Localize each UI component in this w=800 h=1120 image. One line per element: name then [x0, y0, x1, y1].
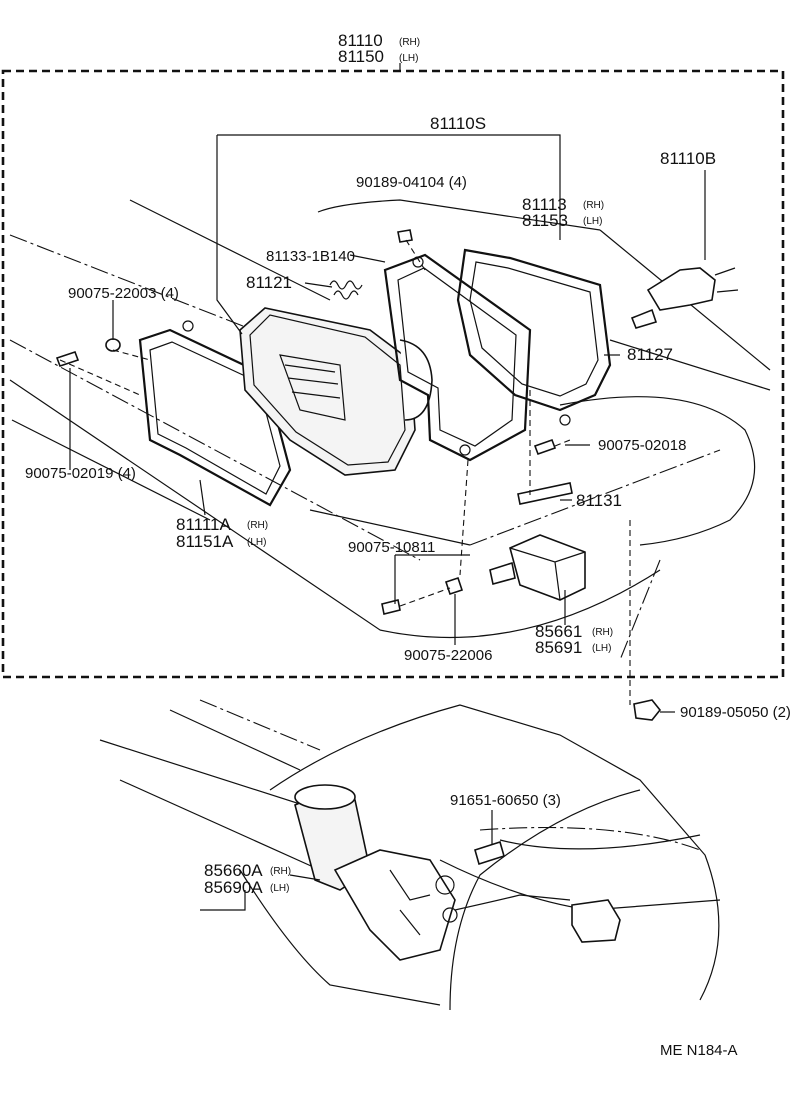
label-motor-rh-tag: (RH)	[270, 866, 291, 877]
label-ref: ME N184-A	[660, 1042, 738, 1059]
label-motor-lh: 85690A	[204, 878, 263, 897]
label-relay-rh: 85661	[535, 622, 582, 641]
label-bolt-long: 81133-1B140	[266, 248, 355, 265]
retaining-ring	[456, 248, 612, 426]
label-nut-left: 90075-22003 (4)	[68, 285, 179, 302]
label-relay-rh-tag: (RH)	[592, 627, 613, 638]
label-clip: 90189-05050 (2)	[680, 704, 791, 721]
label-lamp-lh: 81151A	[176, 532, 234, 551]
label-motor-lh-tag: (LH)	[270, 883, 289, 894]
label-ring-lh-tag: (LH)	[583, 216, 602, 227]
label-screw-mid: 90075-10811	[348, 539, 435, 556]
leader-lines	[69, 134, 706, 911]
label-assy-rh-tag: (RH)	[399, 37, 420, 48]
label-lamp-rh: 81111A	[176, 515, 231, 534]
label-assy-lh: 81150	[338, 47, 384, 66]
fasteners-top	[55, 229, 571, 456]
label-ring-lh: 81153	[522, 211, 568, 230]
adjuster-and-relay	[381, 390, 662, 721]
label-lamp-lh-tag: (LH)	[247, 537, 266, 548]
label-ring-rh-tag: (RH)	[583, 200, 604, 211]
label-relay-lh-tag: (LH)	[592, 643, 611, 654]
label-sub-assy: 81110S	[430, 114, 486, 133]
part-labels: 81110 (RH) 81150 (LH) 81110S 81110B 9018…	[25, 31, 791, 1059]
label-motor-rh: 85660A	[204, 861, 263, 880]
label-assy-lh-tag: (LH)	[399, 53, 418, 64]
assembly-frame	[1, 69, 785, 679]
label-assy-rh: 81110	[338, 31, 383, 50]
label-bolt-motor: 91651-60650 (3)	[450, 792, 561, 809]
label-bulb: 81110B	[660, 149, 716, 168]
label-screw-top: 90189-04104 (4)	[356, 174, 467, 191]
motor-assembly	[99, 699, 721, 1011]
sealed-beam-unit	[239, 307, 433, 476]
label-relay-lh: 85691	[535, 638, 582, 657]
label-lamp-rh-tag: (RH)	[247, 520, 268, 531]
label-ring-rh: 81113	[522, 195, 567, 214]
label-spring: 81121	[246, 273, 292, 292]
label-screw-left: 90075-02019 (4)	[25, 465, 136, 482]
label-adjust-screw: 81131	[576, 491, 622, 510]
spring-part	[329, 280, 363, 300]
label-nut-mid: 90075-22006	[404, 647, 492, 664]
label-screw-right: 90075-02018	[598, 437, 686, 454]
label-retainer: 81127	[627, 345, 673, 364]
bulb-part	[630, 267, 739, 329]
